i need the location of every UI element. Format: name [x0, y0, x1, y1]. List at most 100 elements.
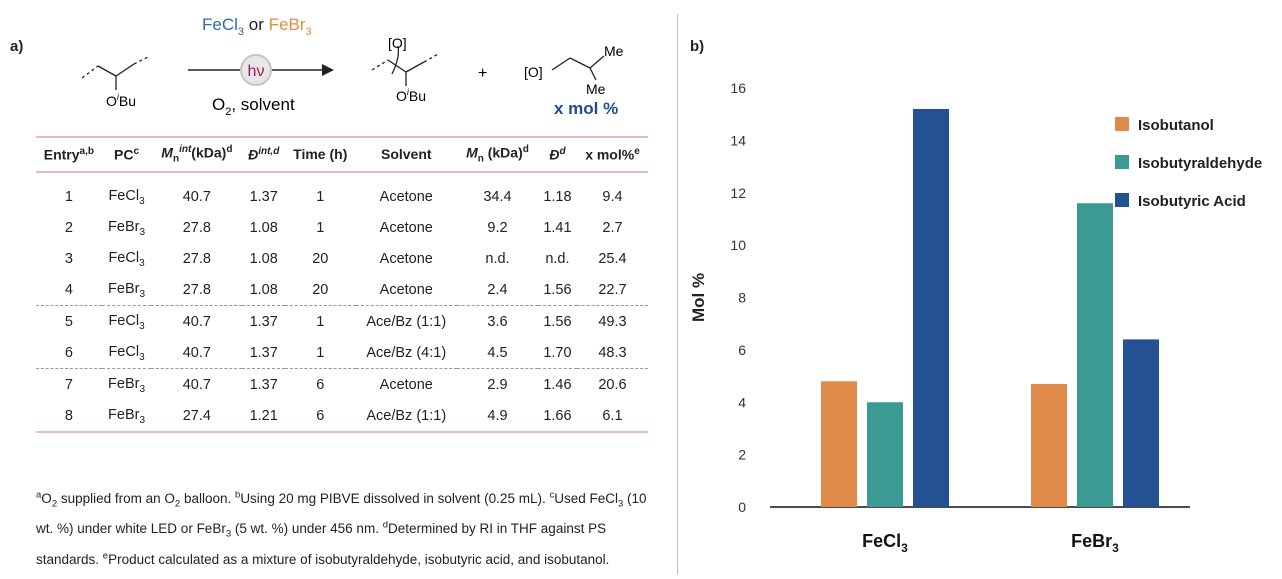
column-header-sup: int — [179, 144, 192, 155]
conditions-label: O2, solvent — [212, 95, 295, 118]
table-cell-solvent: Ace/Bz (4:1) — [356, 337, 457, 369]
cell-text: 27.8 — [182, 219, 211, 236]
column-header: Đint,d — [242, 137, 285, 172]
column-header-sup: d — [522, 144, 529, 155]
cell-text: 1.41 — [543, 219, 572, 236]
legend-label: Isobutanol — [1138, 117, 1214, 134]
cell-text: n.d. — [485, 250, 510, 267]
footnote-text: 3 — [225, 528, 232, 540]
cell-text: 27.8 — [182, 250, 211, 267]
y-tick-label: 8 — [738, 290, 746, 306]
cell-text: 1 — [316, 188, 325, 205]
cell-text: FeCl — [108, 343, 140, 360]
column-header-sup: d — [559, 145, 566, 157]
table-cell-mn-int: 40.7 — [151, 172, 242, 212]
table-cell-pc: FeCl3 — [102, 337, 152, 369]
table-cell-pc: FeCl3 — [101, 305, 152, 338]
footnote-text: 2 — [51, 498, 58, 510]
panel-divider — [677, 14, 678, 574]
cell-text: 1.08 — [249, 281, 278, 298]
table-cell-xmol: 22.7 — [577, 274, 648, 306]
cell-text: Ace/Bz (4:1) — [366, 344, 447, 361]
footnote-text: (10 wt. %) under white LED or FeBr — [36, 490, 647, 537]
cell-text: 4 — [64, 281, 73, 298]
cell-text: Acetone — [379, 250, 433, 267]
y-tick-label: 14 — [730, 132, 746, 148]
cell-text: 1.08 — [249, 219, 278, 236]
cell-text: 49.3 — [598, 313, 627, 330]
column-header-text: x mol% — [585, 146, 635, 163]
cell-sub: 3 — [139, 320, 145, 332]
y-tick-label: 12 — [730, 185, 746, 201]
table-cell-d-int: 1.08 — [242, 274, 285, 306]
light-label: hν — [248, 63, 265, 80]
cell-text: 9.2 — [487, 219, 508, 236]
footnote: cUsed FeCl3 (10 wt. %) under white LED o… — [36, 489, 647, 540]
cell-sub: 3 — [139, 414, 146, 426]
column-header: PCc — [102, 137, 152, 172]
reaction-scheme: OiBu FeCl3 or FeBr3 hν O2, solvent [O] O… — [81, 15, 624, 118]
column-header-sup: int,d — [258, 145, 280, 157]
cell-text: 1 — [64, 188, 73, 205]
byproduct-methyl-bottom: Me — [586, 81, 606, 97]
column-header-text: Time (h) — [293, 146, 348, 163]
footnote: dDetermined by RI in THF against PS stan… — [36, 519, 607, 567]
table-cell-d-int: 1.37 — [242, 368, 286, 401]
cell-text: 1.56 — [543, 281, 572, 298]
table-cell-d: 1.56 — [538, 274, 577, 306]
cell-text: Acetone — [379, 281, 433, 298]
table-cell-d: n.d. — [538, 243, 577, 274]
table-cell-mn: 4.9 — [457, 400, 538, 434]
column-header-text: M — [161, 144, 173, 161]
footnote-mark: d — [382, 519, 388, 531]
y-tick-label: 0 — [738, 499, 746, 515]
bar — [1077, 203, 1113, 507]
cell-sub: 3 — [139, 257, 145, 269]
cell-text: 6 — [316, 407, 325, 424]
footnote-text: Determined by RI in THF against PS stand… — [36, 521, 607, 567]
light-icon — [240, 54, 272, 86]
table-cell-time: 20 — [285, 274, 356, 306]
cell-text: 27.8 — [182, 281, 211, 298]
cell-text: 1.37 — [249, 376, 278, 393]
table-cell-mn: 9.2 — [457, 212, 538, 243]
table-cell-mn-int: 27.8 — [151, 212, 242, 243]
cell-text: FeCl — [108, 187, 140, 204]
table-cell-d: 1.70 — [538, 337, 577, 369]
cell-text: 9.4 — [602, 188, 623, 205]
column-header: Mn (kDa)d — [457, 137, 538, 172]
table-cell-pc: FeCl3 — [102, 172, 152, 212]
substrate-structure — [81, 55, 151, 90]
catalyst-label: FeCl3 or FeBr3 — [202, 15, 312, 38]
cell-text: FeBr — [108, 218, 140, 235]
footnotes: aO2 supplied from an O2 balloon. bUsing … — [36, 484, 656, 570]
table-cell-d: 1.56 — [537, 305, 577, 338]
cell-text: 27.4 — [182, 407, 211, 424]
footnote-text: Product calculated as a mixture of isobu… — [108, 551, 610, 567]
column-header-sub: n — [477, 153, 484, 165]
y-tick-label: 2 — [738, 447, 746, 463]
footnote: aO2 supplied from an O2 balloon. — [36, 489, 235, 510]
bar — [821, 381, 857, 507]
table-cell-mn: n.d. — [457, 243, 538, 274]
product-structure — [371, 45, 439, 86]
table-cell-mn-int: 27.4 — [151, 400, 243, 434]
table-cell-time: 1 — [285, 172, 356, 212]
yield-label: x mol % — [554, 99, 618, 118]
cell-text: 2.7 — [602, 219, 623, 236]
table-cell-mn: 34.4 — [457, 172, 538, 212]
cell-text: 40.7 — [182, 188, 211, 205]
table-cell-d-int: 1.08 — [242, 243, 285, 274]
column-header-text: Đ — [549, 146, 560, 163]
cell-text: 20 — [312, 250, 329, 267]
table-cell-mn-int: 27.8 — [151, 274, 242, 306]
column-header-text: Solvent — [380, 146, 432, 163]
legend-label: Isobutyric Acid — [1138, 193, 1246, 210]
table-cell-entry: 1 — [36, 172, 102, 212]
table-cell-entry: 8 — [36, 400, 102, 434]
cell-text: 6.1 — [602, 407, 623, 424]
table-cell-xmol: 20.6 — [576, 368, 648, 401]
